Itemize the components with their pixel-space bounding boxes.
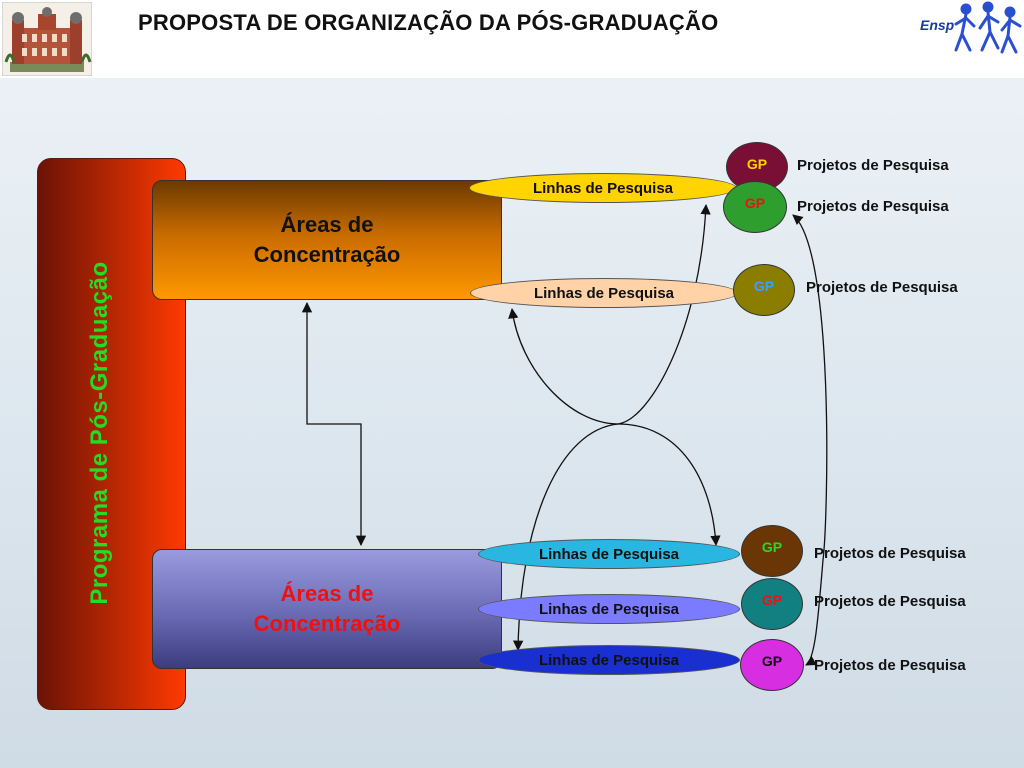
cross-arrow-b (508, 307, 721, 547)
research-group-5: GP (741, 578, 803, 630)
research-line-3: Linhas de Pesquisa (478, 539, 740, 569)
research-line-3-label: Linhas de Pesquisa (538, 545, 680, 563)
area-link-arrow (301, 301, 367, 547)
research-group-5-label: GP (761, 592, 783, 608)
research-group-6: GP (740, 639, 804, 691)
research-group-2: GP (723, 181, 787, 233)
research-group-1-label: GP (746, 156, 768, 172)
project-label-1: Projetos de Pesquisa (797, 157, 949, 174)
area-bottom-line1: Áreas de (280, 581, 374, 606)
fiocruz-castle-logo (1, 1, 93, 77)
area-top-line2: Concentração (253, 242, 401, 267)
research-group-6-label: GP (761, 653, 783, 669)
project-label-3: Projetos de Pesquisa (806, 279, 958, 296)
project-label-4: Projetos de Pesquisa (814, 545, 966, 562)
research-line-4: Linhas de Pesquisa (478, 594, 740, 624)
research-group-4-label: GP (761, 539, 783, 555)
research-line-2: Linhas de Pesquisa (470, 278, 738, 308)
research-group-4: GP (741, 525, 803, 577)
page-title: PROPOSTA DE ORGANIZAÇÃO DA PÓS-GRADUAÇÃO (138, 10, 719, 35)
research-line-1: Linhas de Pesquisa (469, 173, 737, 203)
gp-link-arrow (792, 214, 828, 666)
area-bottom-line2: Concentração (253, 611, 401, 636)
research-line-2-label: Linhas de Pesquisa (533, 284, 675, 302)
area-concentration-bottom: Áreas de Concentração (152, 549, 502, 669)
header-bar (0, 0, 1024, 78)
cross-arrow-a (512, 203, 711, 652)
research-line-5-label: Linhas de Pesquisa (538, 651, 680, 669)
research-group-3: GP (733, 264, 795, 316)
research-line-1-label: Linhas de Pesquisa (532, 179, 674, 197)
project-label-2: Projetos de Pesquisa (797, 198, 949, 215)
ensp-logo: Ensp (918, 0, 1024, 62)
project-label-5: Projetos de Pesquisa (814, 593, 966, 610)
area-concentration-top: Áreas de Concentração (152, 180, 502, 300)
research-group-3-label: GP (753, 278, 775, 294)
research-line-5: Linhas de Pesquisa (478, 645, 740, 675)
project-label-6: Projetos de Pesquisa (814, 657, 966, 674)
research-line-4-label: Linhas de Pesquisa (538, 600, 680, 618)
area-top-line1: Áreas de (280, 212, 374, 237)
research-group-2-label: GP (744, 195, 766, 211)
ensp-logo-text: Ensp (920, 17, 955, 33)
